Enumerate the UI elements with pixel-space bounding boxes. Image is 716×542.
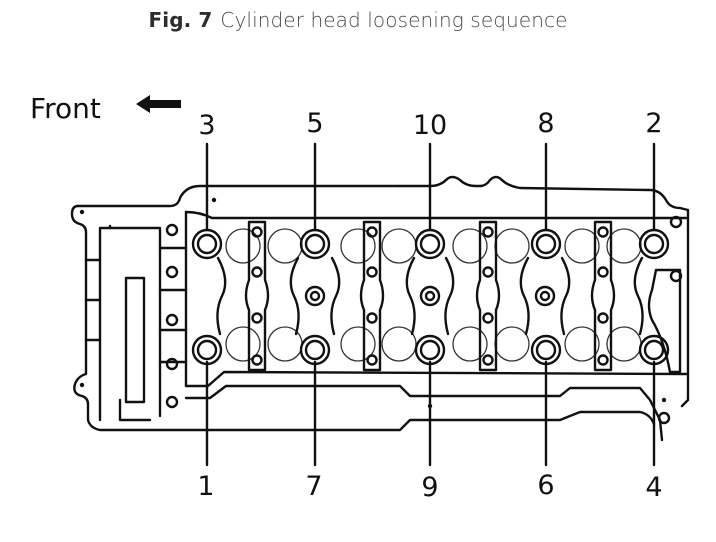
sequence-label-bottom-5: 4 — [645, 472, 662, 503]
figure-caption: Fig. 7 Cylinder head loosening sequence — [0, 8, 716, 32]
bolt-top-2[interactable] — [638, 228, 670, 260]
bolt-bottom-4[interactable] — [638, 334, 670, 366]
bolt-top-5[interactable] — [299, 228, 331, 260]
bolt-leader-lines — [205, 142, 656, 467]
sequence-label-top-3: 10 — [413, 110, 447, 141]
sequence-label-top-5: 2 — [645, 108, 662, 139]
figure-number: Fig. 7 — [148, 8, 213, 32]
sequence-label-bottom-2: 7 — [305, 471, 322, 502]
sequence-label-top-1: 3 — [198, 110, 215, 141]
figure-title: Cylinder head loosening sequence — [220, 8, 568, 32]
bolt-top-3[interactable] — [191, 228, 223, 260]
bolt-top-8[interactable] — [530, 228, 562, 260]
bolt-bottom-6[interactable] — [530, 334, 562, 366]
sequence-label-top-2: 5 — [306, 108, 323, 139]
sequence-label-bottom-4: 6 — [537, 470, 554, 501]
front-label: Front — [30, 92, 101, 125]
bolt-top-10[interactable] — [414, 228, 446, 260]
coolant-passages — [216, 220, 644, 372]
bolt-bottom-7[interactable] — [299, 334, 331, 366]
sequence-label-bottom-3: 9 — [421, 472, 438, 503]
head-outline — [70, 175, 690, 442]
bolt-bottom-9[interactable] — [414, 334, 446, 366]
sequence-label-top-4: 8 — [537, 108, 554, 139]
sequence-label-bottom-1: 1 — [197, 471, 214, 502]
bolt-bottom-1[interactable] — [191, 334, 223, 366]
arrow-left-icon — [136, 95, 181, 113]
